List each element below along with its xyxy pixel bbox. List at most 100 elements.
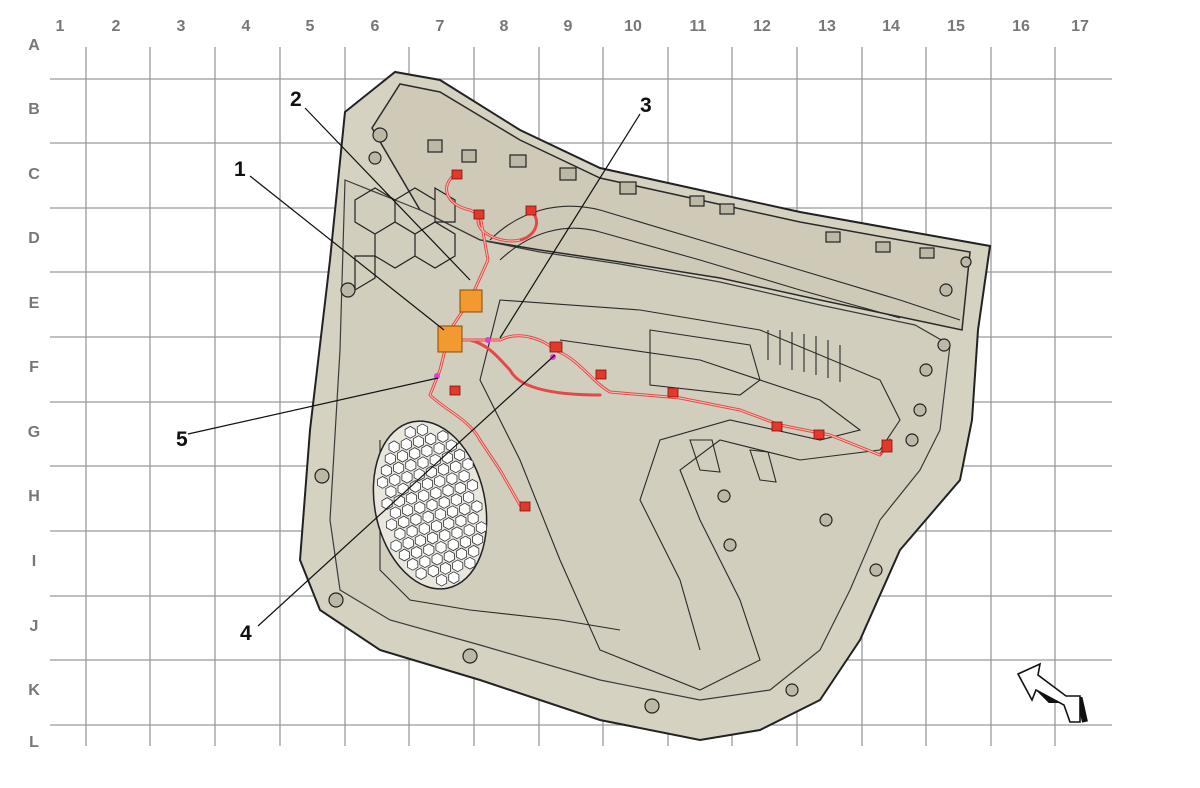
panel-ribs [767, 330, 841, 382]
callout-label-4: 4 [240, 622, 252, 645]
grille-hole [389, 473, 401, 487]
grille-hole [380, 464, 392, 477]
grille-hole [436, 573, 448, 587]
grid-column-label: 10 [624, 18, 642, 35]
grille-hole [472, 533, 484, 546]
grille-hole [404, 425, 416, 439]
grille-hole [405, 458, 417, 472]
grille-hole [466, 479, 479, 492]
grille-hole [427, 564, 439, 578]
grille-hole [415, 567, 427, 580]
grille-hole [435, 540, 447, 554]
grille-hole [409, 480, 421, 493]
grid-column-label: 4 [242, 18, 251, 35]
grille-hole [377, 476, 389, 489]
speaker-grille-holes [377, 423, 487, 587]
grille-hole [402, 503, 414, 517]
grid-column-label: 14 [882, 18, 900, 35]
connector-right-2 [813, 429, 825, 440]
leader-line-1 [249, 175, 445, 331]
grille-hole [454, 448, 466, 462]
grille-hole [430, 486, 442, 500]
callout-label-3: 3 [640, 94, 652, 117]
grid-column-label: 1 [56, 18, 65, 35]
speaker-grille [372, 420, 488, 590]
grille-hole [396, 449, 409, 463]
grid-column-label: 12 [753, 18, 771, 35]
grille-hole [384, 452, 396, 466]
grille-hole [407, 557, 419, 571]
grille-hole [455, 547, 468, 561]
grille-hole [475, 521, 487, 534]
grille-hole [421, 477, 434, 491]
connector-upper-right [525, 205, 537, 216]
grille-hole [434, 507, 446, 521]
grille-hole [410, 513, 422, 526]
connector-right-3 [881, 439, 893, 453]
armrest-outline [479, 299, 901, 691]
grille-hole [447, 538, 459, 552]
callout-label-2: 2 [290, 88, 302, 111]
control-module-lower [437, 325, 463, 353]
grille-hole [414, 501, 426, 514]
control-module-upper [459, 289, 483, 313]
grid-row-label: I [32, 553, 36, 570]
grille-hole [450, 493, 462, 507]
belt-line-lower [499, 227, 901, 319]
grille-hole [463, 523, 475, 537]
grid-row-label: B [28, 101, 40, 118]
grille-hole [400, 437, 412, 451]
upper-hex-mesh [354, 186, 456, 292]
grid-column-label: 11 [690, 18, 707, 35]
grille-hole [398, 548, 410, 562]
panel-inner-surface [329, 179, 951, 701]
grille-hole [394, 527, 406, 541]
grille-hole [451, 526, 463, 540]
grille-hole [418, 522, 430, 536]
pull-handle-recess [689, 439, 777, 483]
grid-column-label: 9 [564, 18, 573, 35]
grille-hole [423, 543, 435, 557]
grille-hole [433, 441, 445, 455]
grille-hole [402, 536, 414, 550]
grid-column-label: 5 [306, 18, 315, 35]
grid-row-label: F [29, 359, 39, 376]
grille-hole [389, 506, 401, 520]
grille-hole [434, 474, 446, 488]
grille-hole [458, 469, 470, 483]
grid-column-label: 16 [1012, 18, 1030, 35]
connector-switch-2 [595, 369, 607, 380]
grille-hole [439, 562, 452, 575]
grille-hole [405, 491, 418, 505]
grille-hole [443, 517, 455, 530]
connector-mid-right [667, 387, 679, 398]
window-switch-bezel [649, 329, 761, 396]
grid-row-label: L [29, 734, 39, 751]
grille-hole [417, 456, 429, 470]
grille-hole [459, 535, 471, 549]
grille-hole [398, 515, 410, 529]
grille-hole [419, 555, 431, 569]
grille-hole [450, 460, 462, 474]
grille-hole [385, 485, 397, 499]
grille-hole [393, 461, 405, 475]
grid-column-label: 8 [500, 18, 509, 35]
callout-label-5: 5 [176, 428, 188, 451]
grille-hole [429, 453, 441, 467]
grille-hole [441, 451, 453, 464]
grille-hole [388, 440, 400, 454]
grille-hole [409, 447, 421, 460]
grille-hole [426, 498, 438, 512]
pin-point-1 [485, 337, 491, 343]
grid-row-label: A [28, 37, 40, 54]
grid-column-label: 15 [947, 18, 965, 35]
grid-column-label: 13 [818, 18, 836, 35]
grid-row-label: H [28, 488, 40, 505]
grille-hole [446, 472, 458, 486]
grille-hole [471, 500, 483, 513]
grille-hole [459, 502, 471, 516]
grid-row-label: G [28, 424, 40, 441]
grille-hole [431, 552, 443, 566]
callout-label-1: 1 [234, 158, 246, 181]
grille-hole [462, 457, 474, 471]
